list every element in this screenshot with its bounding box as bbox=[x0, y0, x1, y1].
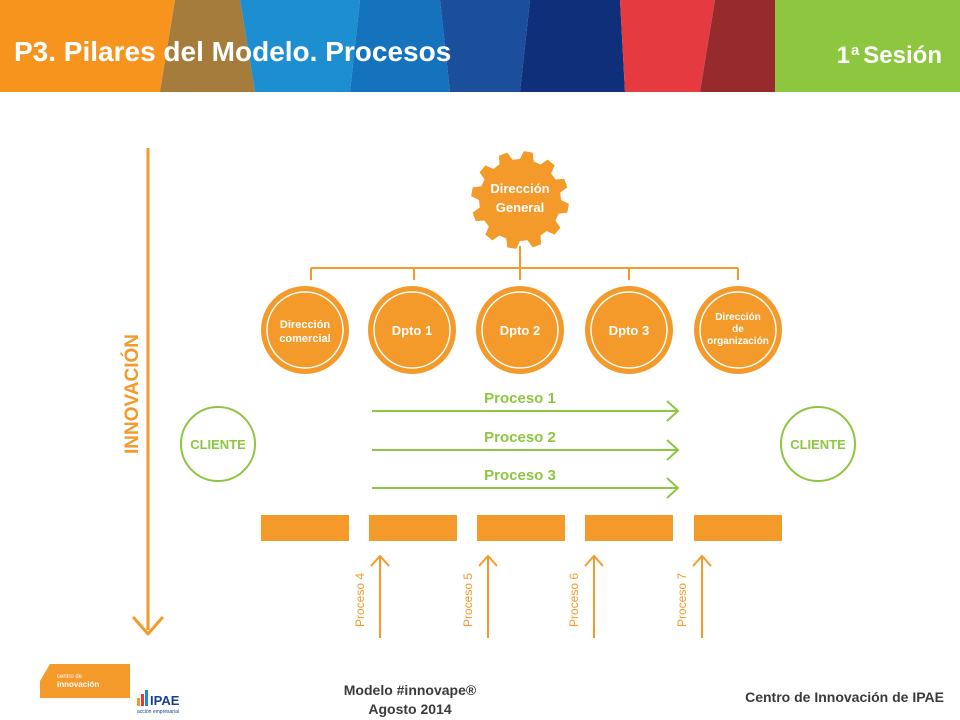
process-arrowhead bbox=[584, 554, 604, 567]
process-block bbox=[694, 515, 782, 541]
logo-brand: IPAE bbox=[150, 693, 180, 708]
vertical-process: Proceso 6 bbox=[567, 554, 604, 638]
department-node-outer bbox=[368, 286, 456, 374]
ipae-logo: IPAE acción empresarial bbox=[137, 690, 180, 715]
logo-bar bbox=[145, 690, 148, 706]
horizontal-process: Proceso 1 bbox=[372, 390, 680, 422]
top-node-label-line2: General bbox=[496, 200, 544, 215]
client-circle bbox=[780, 406, 856, 482]
process-label: Proceso 7 bbox=[675, 573, 689, 627]
header-banner bbox=[0, 0, 960, 92]
banner-stripe bbox=[240, 0, 360, 92]
process-arrowhead bbox=[370, 554, 390, 567]
direccion-general-node: Dirección General bbox=[471, 151, 569, 249]
department-node-ring bbox=[266, 291, 344, 369]
department-node: Dirección comercial bbox=[261, 286, 349, 374]
process-arrowhead bbox=[478, 554, 498, 567]
process-label: Proceso 3 bbox=[484, 467, 556, 484]
department-node-ring bbox=[699, 291, 777, 369]
department-label-line1: Dpto 1 bbox=[392, 323, 432, 338]
process-arrowhead bbox=[666, 477, 680, 499]
banner-stripe bbox=[620, 0, 715, 92]
process-block bbox=[369, 515, 457, 541]
client-circle bbox=[180, 406, 256, 482]
department-label-line2: comercial bbox=[279, 333, 330, 345]
process-diagram: INNOVACIÓN Dirección General Dirección c… bbox=[121, 148, 856, 638]
department-node-ring bbox=[373, 291, 451, 369]
top-node-label-line1: Dirección bbox=[490, 181, 549, 196]
process-block bbox=[477, 515, 565, 541]
gear-icon bbox=[471, 151, 569, 249]
logo-small-line1: centro de bbox=[57, 674, 83, 680]
vertical-process: Proceso 4 bbox=[353, 554, 390, 638]
innovation-axis-arrowhead bbox=[132, 616, 164, 636]
vertical-process: Proceso 7 bbox=[675, 554, 712, 638]
department-label-line2: de bbox=[732, 324, 744, 335]
logo-shape bbox=[40, 664, 130, 698]
banner-stripe bbox=[160, 0, 255, 92]
department-label-line1: Dirección bbox=[280, 319, 330, 331]
org-connectors bbox=[310, 246, 739, 280]
department-label-line3: organización bbox=[707, 336, 769, 347]
innovation-axis-label: INNOVACIÓN bbox=[121, 334, 143, 454]
department-node: Dpto 1 bbox=[368, 286, 456, 374]
department-node: Dirección de organización bbox=[694, 286, 782, 374]
department-label-line1: Dpto 3 bbox=[609, 323, 649, 338]
department-node-outer bbox=[585, 286, 673, 374]
department-node-ring bbox=[481, 291, 559, 369]
banner-stripe bbox=[700, 0, 775, 92]
logo-small-line2: innovación bbox=[57, 680, 99, 689]
centro-innovacion-logo: centro de innovación bbox=[40, 664, 130, 698]
footer-model: Modelo #innovape® bbox=[343, 682, 477, 698]
process-arrowhead bbox=[692, 554, 712, 567]
department-node-outer bbox=[261, 286, 349, 374]
banner-stripe bbox=[520, 0, 625, 92]
department-node-ring bbox=[590, 291, 668, 369]
process-block bbox=[585, 515, 673, 541]
footer-date: Agosto 2014 bbox=[368, 701, 452, 717]
process-arrowhead bbox=[666, 439, 680, 461]
banner-stripe bbox=[775, 0, 960, 92]
client-label: CLIENTE bbox=[190, 437, 246, 452]
logo-bar bbox=[141, 694, 144, 706]
client-node-right: CLIENTE bbox=[780, 406, 856, 482]
footer-center-name: Centro de Innovación de IPAE bbox=[745, 689, 944, 705]
process-label: Proceso 5 bbox=[461, 573, 475, 627]
department-node: Dpto 3 bbox=[585, 286, 673, 374]
process-label: Proceso 4 bbox=[353, 573, 367, 627]
department-label-line1: Dirección bbox=[715, 312, 761, 323]
process-label: Proceso 6 bbox=[567, 573, 581, 627]
department-node: Dpto 2 bbox=[476, 286, 564, 374]
page-title: P3. Pilares del Modelo. Procesos bbox=[14, 36, 452, 67]
banner-stripe bbox=[350, 0, 450, 92]
logo-bar bbox=[137, 698, 140, 706]
logo-brand-sub: acción empresarial bbox=[137, 709, 179, 715]
session-ordinal: a bbox=[850, 42, 860, 59]
process-label: Proceso 1 bbox=[484, 390, 556, 407]
process-block bbox=[261, 515, 349, 541]
department-node-outer bbox=[694, 286, 782, 374]
process-label: Proceso 2 bbox=[484, 429, 556, 446]
banner-stripe bbox=[440, 0, 530, 92]
vertical-process: Proceso 5 bbox=[461, 554, 498, 638]
department-label-line1: Dpto 2 bbox=[500, 323, 540, 338]
session-word: Sesión bbox=[863, 42, 942, 69]
horizontal-process: Proceso 3 bbox=[372, 467, 680, 499]
department-node-outer bbox=[476, 286, 564, 374]
session-number: 1 bbox=[836, 42, 850, 69]
footer-logos: centro de innovación IPAE acción empresa… bbox=[40, 664, 180, 715]
process-arrowhead bbox=[666, 400, 680, 422]
horizontal-process: Proceso 2 bbox=[372, 429, 680, 461]
client-node-left: CLIENTE bbox=[180, 406, 256, 482]
banner-stripe bbox=[0, 0, 175, 92]
client-label: CLIENTE bbox=[790, 437, 846, 452]
